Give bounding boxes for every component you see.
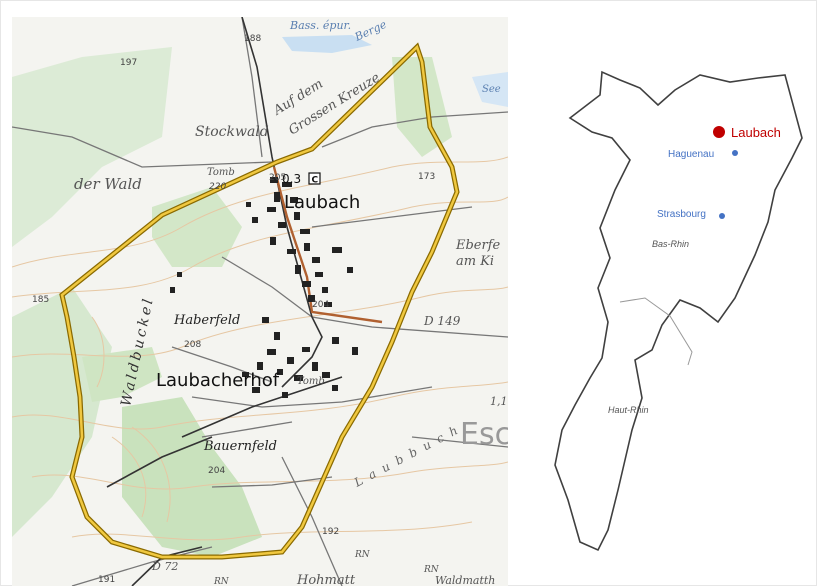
label-waldmatth: Waldmatth	[435, 574, 495, 586]
commune-boundary	[60, 44, 459, 559]
topographic-map: Bass. épur. Berge Auf dem Grossen Kreuze…	[12, 17, 508, 586]
region-bas-rhin: Bas-Rhin	[652, 239, 689, 249]
label-eberfe: Eberfe	[455, 238, 501, 253]
label-d72: D 72	[151, 560, 178, 573]
elevation: 192	[322, 527, 339, 537]
water-area	[282, 35, 372, 53]
roads	[12, 17, 508, 586]
label-esch: Esch	[460, 417, 508, 452]
buildings	[170, 177, 358, 398]
label-marker-letter: C	[312, 176, 319, 186]
forest-area	[122, 397, 262, 557]
laubach-marker	[713, 126, 725, 138]
elevation: 197	[120, 58, 137, 68]
elevation: 208	[184, 340, 201, 350]
main-street	[272, 166, 383, 324]
elevation: 188	[244, 34, 261, 44]
label-der-wald: der Wald	[74, 175, 142, 193]
elevation: 204	[312, 300, 329, 310]
place-haguenau: Haguenau	[668, 149, 714, 160]
department-border	[619, 297, 693, 366]
label-bass: Bass. épur.	[289, 19, 351, 32]
label-marker-value: 0.3	[282, 172, 301, 186]
forest-area	[12, 287, 112, 537]
elevation: 185	[32, 295, 49, 305]
place-laubach: Laubach	[731, 125, 781, 140]
label-rn-2: RN	[354, 550, 371, 560]
alsace-outline	[554, 70, 803, 552]
label-rn-1: RN	[213, 577, 230, 586]
label-see: See	[482, 84, 501, 95]
label-tomb: Tomb	[207, 167, 235, 178]
forest-area	[82, 347, 162, 402]
label-tomb-2: Tomb	[297, 376, 325, 387]
label-am-ki: am Ki	[456, 254, 494, 269]
topographic-map-svg: Bass. épur. Berge Auf dem Grossen Kreuze…	[12, 17, 508, 586]
region-map: Laubach Haguenau Strasbourg Bas-Rhin Hau…	[530, 60, 817, 560]
elevation: 191	[98, 575, 115, 585]
strasbourg-marker	[719, 213, 725, 219]
label-one-one: 1,1	[490, 395, 508, 408]
elevation: 205	[269, 173, 286, 183]
main-roads	[106, 17, 343, 586]
haguenau-marker	[732, 150, 738, 156]
water-area	[472, 72, 508, 107]
label-stockwald: Stockwald	[195, 124, 269, 140]
label-rn-3: RN	[423, 565, 440, 575]
region-map-svg: Laubach Haguenau Strasbourg Bas-Rhin Hau…	[554, 70, 803, 552]
place-strasbourg: Strasbourg	[657, 209, 706, 220]
label-bauernfeld: Bauernfeld	[203, 439, 277, 454]
elevation: 220	[209, 182, 226, 192]
elevation: 204	[208, 466, 225, 476]
label-laubacherhof: Laubacherhof	[156, 370, 280, 391]
elevation: 173	[418, 172, 435, 182]
forest-area	[12, 47, 172, 247]
label-d149: D 149	[423, 314, 461, 328]
contour-lines	[12, 156, 508, 541]
label-hohmatt: Hohmatt	[296, 573, 356, 586]
marker-box	[308, 172, 321, 185]
forest-area	[392, 57, 452, 157]
label-haberfeld: Haberfeld	[173, 313, 240, 328]
region-haut-rhin: Haut-Rhin	[608, 405, 649, 415]
label-laubach: Laubach	[284, 192, 360, 213]
